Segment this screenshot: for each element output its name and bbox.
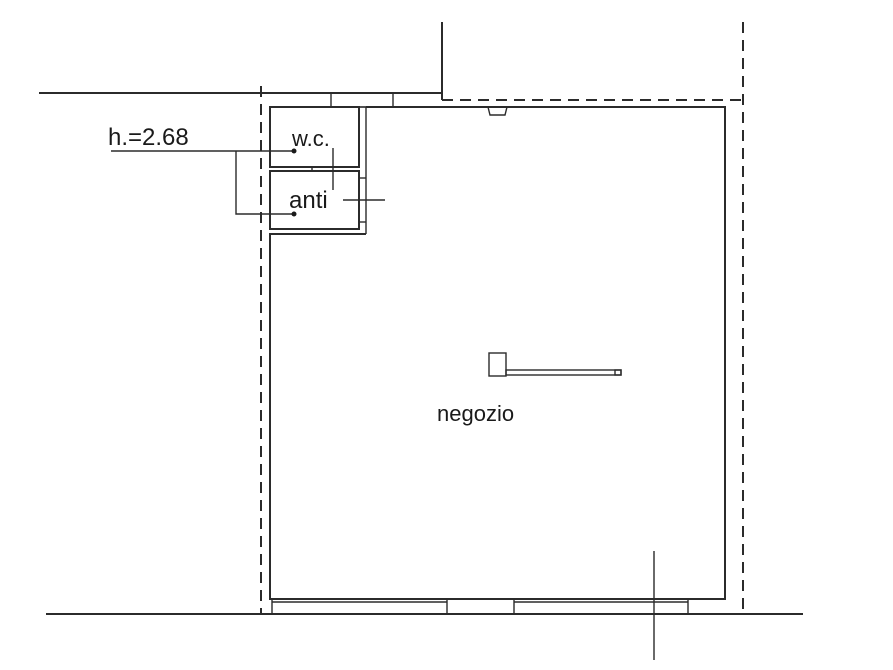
negozio-walls — [269, 106, 726, 600]
section-marker-anti — [332, 148, 385, 201]
room-label-anti: anti — [289, 187, 328, 214]
counter-fixture — [488, 352, 622, 377]
room-label-wc: w.c. — [291, 126, 330, 151]
room-label-negozio: negozio — [437, 401, 514, 426]
height-label: h.=2.68 — [108, 124, 189, 151]
storefront-openings — [271, 599, 689, 614]
boundary-lines — [39, 22, 803, 615]
height-leader — [111, 148, 297, 217]
wc-room — [269, 106, 367, 234]
top-window — [330, 92, 394, 108]
